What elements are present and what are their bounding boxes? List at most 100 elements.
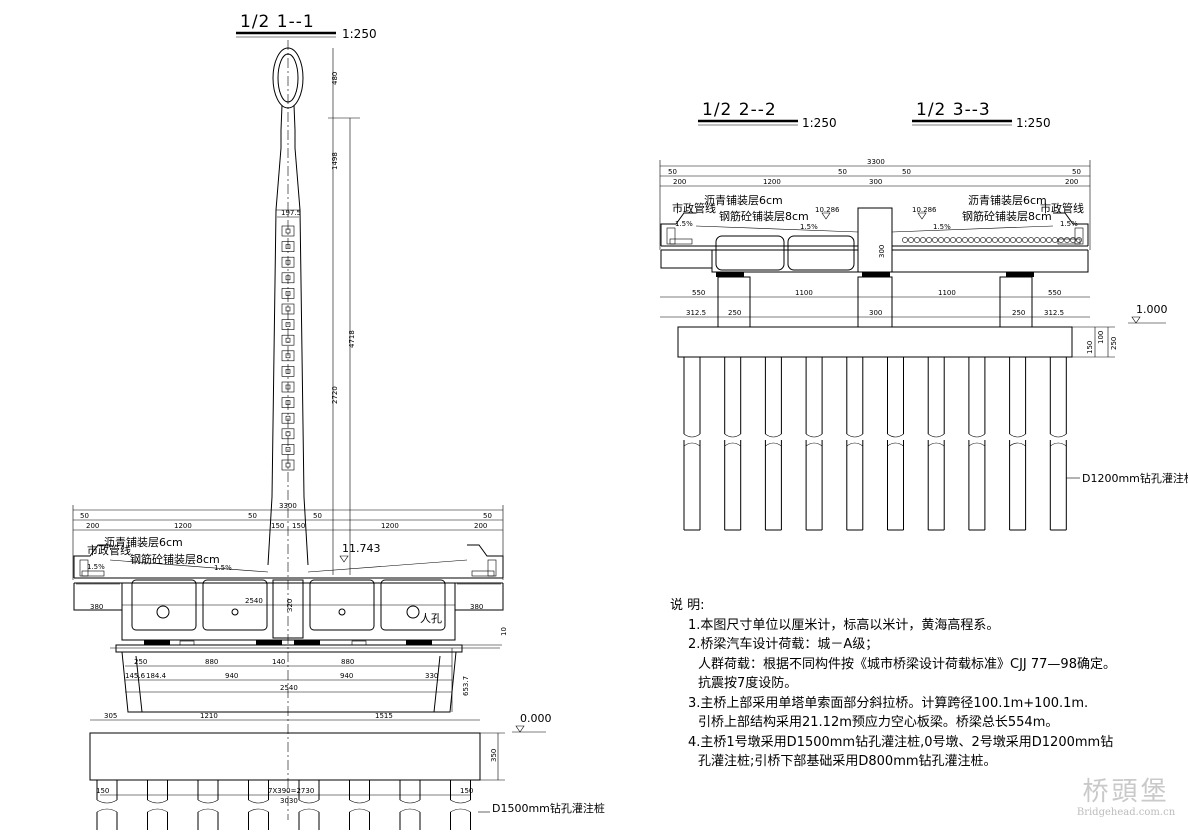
svg-text:1.5%: 1.5% [800, 223, 818, 231]
cable-anchor [281, 303, 295, 315]
section-2-2-3-3: 1/2 2--2 1:250 1/2 3--3 1:250 3300 50 50… [659, 100, 1188, 531]
svg-text:200: 200 [1065, 178, 1078, 186]
svg-text:2540: 2540 [245, 597, 263, 605]
note-1: 1.本图尺寸单位以厘米计，标高以米计，黄海高程系。 [688, 617, 1000, 633]
svg-text:250: 250 [728, 309, 741, 317]
dim-tower-mid: 1498 [331, 152, 339, 170]
scale-section-2-2: 1:250 [802, 116, 837, 130]
svg-text:200: 200 [673, 178, 686, 186]
svg-text:1210: 1210 [200, 712, 218, 720]
pile [683, 357, 701, 531]
svg-text:50: 50 [1072, 168, 1081, 176]
svg-text:320: 320 [286, 599, 294, 612]
label-concrete-3-3: 钢筋砼铺装层8cm [962, 209, 1052, 223]
svg-text:150: 150 [1086, 341, 1094, 354]
label-manhole: 人孔 [420, 612, 442, 625]
svg-text:150: 150 [271, 522, 284, 530]
svg-text:50: 50 [80, 512, 89, 520]
svg-text:880: 880 [205, 658, 218, 666]
deck-dimensions-1-1: 3300 50 50 50 50 200 1200 150 150 1200 2… [72, 502, 504, 580]
cable-anchor [281, 397, 295, 408]
scale-section-3-3: 1:250 [1016, 116, 1051, 130]
svg-text:550: 550 [1048, 289, 1061, 297]
cable-anchor [281, 272, 295, 284]
svg-text:653.7: 653.7 [462, 676, 470, 696]
pile [968, 357, 986, 531]
pile [147, 780, 168, 830]
cable-anchor [281, 381, 295, 393]
svg-text:380: 380 [470, 603, 483, 611]
svg-text:1200: 1200 [381, 522, 399, 530]
label-asphalt-2-2: 沥青铺装层6cm [704, 194, 783, 207]
title-section-1-1: 1/2 1--1 [240, 12, 315, 32]
svg-text:200: 200 [474, 522, 487, 530]
tower-shaft [267, 40, 309, 820]
title-section-2-2: 1/2 2--2 [702, 100, 777, 120]
label-pipeline-2-2: 市政管线 [672, 201, 716, 215]
pile-cap-1-1: 305 1210 1515 350 0.000 [89, 712, 552, 781]
cable-anchor [281, 319, 295, 330]
pier-1-1 [110, 640, 500, 713]
svg-text:7X390=2730: 7X390=2730 [268, 787, 314, 795]
piles-2-2 [683, 357, 1067, 531]
svg-text:145.6: 145.6 [125, 672, 146, 680]
svg-text:50: 50 [838, 168, 847, 176]
label-pipeline-3-3: 市政管线 [1040, 201, 1084, 215]
slab-holes [902, 237, 1082, 243]
dim-tower-total: 4718 [348, 330, 356, 348]
svg-text:1515: 1515 [375, 712, 393, 720]
label-pile-side: D1200mm钻孔灌注桩 [1082, 471, 1188, 485]
note-2c: 抗震按7度设防。 [698, 676, 798, 691]
label-concrete-2-2: 钢筋砼铺装层8cm [719, 209, 809, 223]
svg-text:200: 200 [86, 522, 99, 530]
pile [805, 357, 823, 531]
svg-text:300: 300 [869, 178, 882, 186]
design-notes: 说 明: 1.本图尺寸单位以厘米计，标高以米计，黄海高程系。 2.桥梁汽车设计荷… [670, 596, 1158, 772]
svg-text:1.5%: 1.5% [1060, 220, 1078, 228]
title-section-3-3: 1/2 3--3 [916, 100, 991, 120]
svg-text:50: 50 [483, 512, 492, 520]
svg-text:150: 150 [460, 787, 473, 795]
elevation-deck-3-3: 10.286 [912, 206, 937, 214]
watermark-cn: 桥頭堡 [1082, 777, 1170, 807]
tower-dimensions: 480 1498 4718 2720 197.5 [277, 48, 360, 575]
svg-text:50: 50 [248, 512, 257, 520]
pile [846, 357, 864, 531]
svg-text:50: 50 [902, 168, 911, 176]
cable-anchor [281, 225, 295, 237]
svg-text:312.5: 312.5 [686, 309, 706, 317]
pile [887, 357, 904, 531]
label-asphalt-1-1: 沥青铺装层6cm [104, 536, 183, 549]
svg-text:880: 880 [341, 658, 354, 666]
label-slope-left-1-1: 1.5% [87, 563, 105, 571]
svg-text:3300: 3300 [867, 158, 885, 166]
svg-text:940: 940 [340, 672, 353, 680]
label-concrete-1-1: 钢筋砼铺装层8cm [130, 552, 220, 566]
svg-text:1.5%: 1.5% [933, 223, 951, 231]
pile [927, 357, 945, 531]
elevation-deck-1-1: 11.743 [342, 542, 381, 555]
piers-2-2 [717, 276, 1033, 328]
cable-anchor [281, 334, 295, 346]
svg-text:150: 150 [96, 787, 109, 795]
note-2: 2.桥梁汽车设计荷载：城－A级； [688, 637, 879, 652]
svg-text:380: 380 [90, 603, 103, 611]
pile [1009, 357, 1027, 531]
svg-text:2540: 2540 [280, 684, 298, 692]
svg-text:250: 250 [134, 658, 147, 666]
dim-tower-lower: 2720 [331, 386, 339, 404]
svg-text:300: 300 [878, 245, 886, 258]
pile [96, 780, 118, 830]
section-1-1: 1/2 1--1 1:250 480 1498 [72, 12, 605, 830]
svg-text:100: 100 [1097, 331, 1105, 344]
pile [197, 780, 219, 830]
piles-1-1 [96, 780, 471, 830]
svg-text:250: 250 [1110, 337, 1118, 350]
svg-text:350: 350 [490, 749, 498, 762]
label-asphalt-3-3: 沥青铺装层6cm [968, 194, 1047, 207]
watermark: 桥頭堡 Bridgehead.com.cn [1066, 778, 1186, 820]
svg-text:550: 550 [692, 289, 705, 297]
pile [724, 357, 742, 531]
pile [764, 357, 782, 531]
pile [1049, 357, 1067, 531]
